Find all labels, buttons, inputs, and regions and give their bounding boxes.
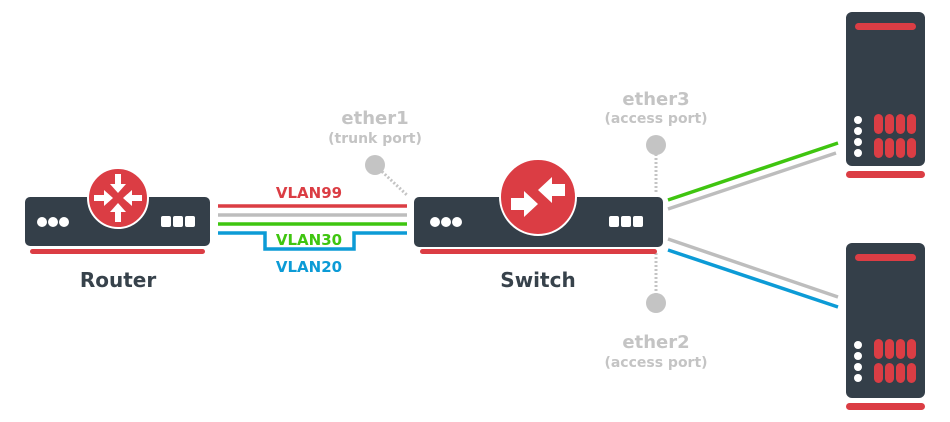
switch-underline xyxy=(420,249,657,254)
port-ether1-name: ether1 xyxy=(341,108,408,129)
router-led-dots xyxy=(37,217,69,227)
access-links xyxy=(667,141,839,309)
link-vlan20 xyxy=(218,231,407,251)
link-vlan30-to-server1 xyxy=(667,141,839,202)
port-ether2-dot[interactable] xyxy=(646,293,666,313)
vlan99-label: VLAN99 xyxy=(276,184,342,202)
port-ether2[interactable]: ether2 (access port) xyxy=(604,253,708,371)
server2-device[interactable] xyxy=(846,243,925,410)
vlan20-label: VLAN20 xyxy=(276,258,342,276)
link-vlan20-to-server2 xyxy=(667,248,839,309)
vlan30-label: VLAN30 xyxy=(276,231,342,249)
port-ether3[interactable]: ether3 (access port) xyxy=(604,89,708,194)
port-ether3-name: ether3 xyxy=(622,89,689,110)
switch-arrows-opposing-icon xyxy=(499,158,577,236)
trunk-links xyxy=(218,204,407,251)
link-untagged-to-server1 xyxy=(667,151,837,211)
router-port-squares xyxy=(161,216,195,227)
port-ether1-dot[interactable] xyxy=(365,155,385,175)
port-ether1-role: (trunk port) xyxy=(328,131,422,147)
server1-device[interactable] xyxy=(846,12,925,178)
router-underline xyxy=(30,249,205,254)
port-ether1[interactable]: ether1 (trunk port) xyxy=(328,108,422,198)
switch-device[interactable]: Switch xyxy=(414,158,663,292)
port-ether1-leader xyxy=(374,164,410,198)
router-device[interactable]: Router xyxy=(25,167,210,292)
link-untagged-to-server2 xyxy=(667,237,839,299)
server-tower-icon xyxy=(846,12,925,166)
switch-port-squares xyxy=(609,216,643,227)
port-ether3-role: (access port) xyxy=(604,111,707,127)
server2-underline xyxy=(846,403,925,410)
port-ether3-dot[interactable] xyxy=(646,135,666,155)
port-ether2-role: (access port) xyxy=(604,355,707,371)
router-label: Router xyxy=(80,268,157,292)
server1-underline xyxy=(846,171,925,178)
router-arrows-inward-icon xyxy=(87,167,149,229)
port-ether2-name: ether2 xyxy=(622,332,689,353)
switch-led-dots xyxy=(430,217,462,227)
switch-label: Switch xyxy=(500,268,575,292)
server-tower-icon xyxy=(846,243,925,398)
